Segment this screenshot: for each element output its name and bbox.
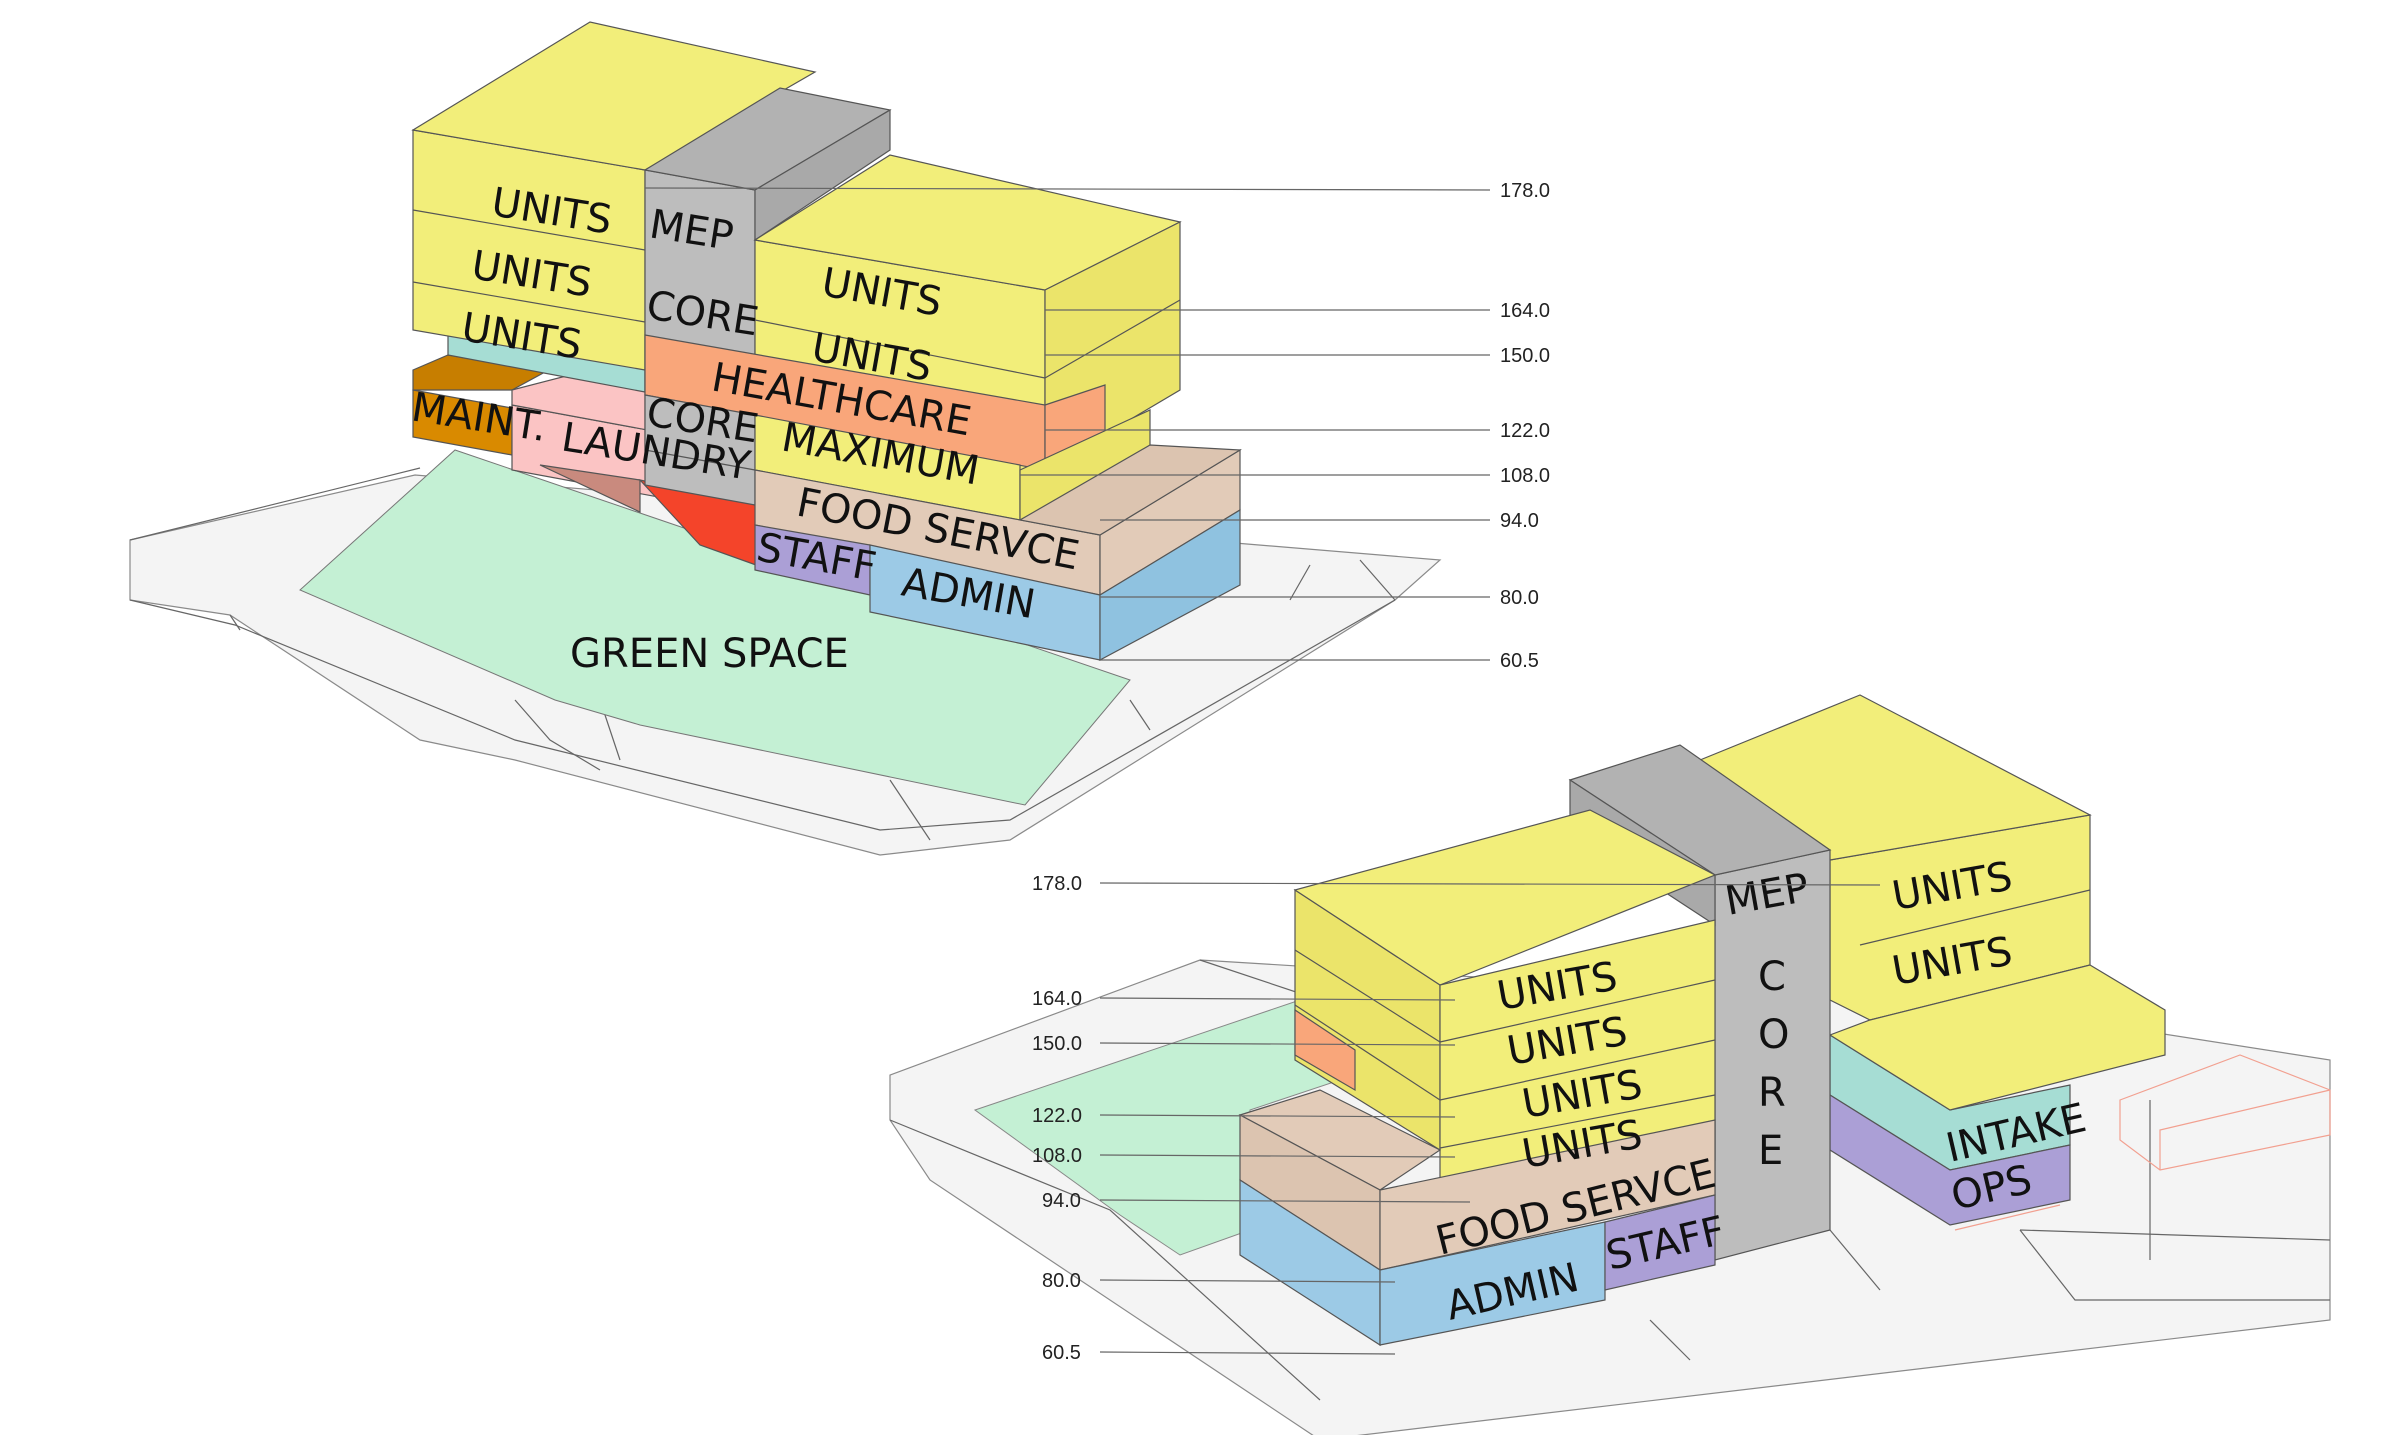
elevation-94-2: 94.0 bbox=[1042, 1190, 1081, 1212]
elevation-80-2: 80.0 bbox=[1042, 1270, 1081, 1292]
admin-front-2 bbox=[1379, 1221, 1606, 1346]
food-top-1 bbox=[1018, 444, 1242, 536]
units-west-top-2 bbox=[1293, 809, 1717, 986]
elevation-108-1: 108.0 bbox=[1500, 465, 1550, 487]
elevation-164-2: 164.0 bbox=[1032, 988, 1082, 1010]
massing-view-1: GREEN SPACE bbox=[129, 21, 1550, 856]
elevation-markers-1: 178.0 164.0 150.0 122.0 108.0 94.0 80.0 … bbox=[644, 180, 1550, 672]
massing-view-2: MEP C O R E UNITS UNITS UNITS UNITS UNIT… bbox=[889, 694, 2331, 1435]
laundry-under-1 bbox=[539, 464, 641, 513]
label-core-r-2: R bbox=[1758, 1070, 1786, 1116]
elevation-178-1: 178.0 bbox=[1500, 180, 1550, 202]
elevation-150-2: 150.0 bbox=[1032, 1033, 1082, 1055]
core-side-1 bbox=[754, 108, 891, 242]
healthcare-side-2 bbox=[1294, 1008, 1356, 1092]
elevation-122-2: 122.0 bbox=[1032, 1105, 1082, 1127]
green-space-1 bbox=[299, 449, 1131, 806]
elevation-80-1: 80.0 bbox=[1500, 587, 1539, 609]
elevation-122-1: 122.0 bbox=[1500, 420, 1550, 442]
units-west-top-1 bbox=[411, 21, 817, 171]
elevation-94-1: 94.0 bbox=[1500, 510, 1539, 532]
elevation-108-2: 108.0 bbox=[1032, 1145, 1082, 1167]
admin-side-1 bbox=[1099, 508, 1241, 662]
label-core-o-2: O bbox=[1758, 1012, 1789, 1058]
label-core-c-2: C bbox=[1758, 954, 1786, 1000]
label-core-e-2: E bbox=[1758, 1128, 1783, 1174]
elevation-markers-2: 178.0 164.0 150.0 122.0 108.0 94.0 80.0 … bbox=[1032, 873, 1881, 1364]
elevation-164-1: 164.0 bbox=[1500, 300, 1550, 322]
elevation-60-1: 60.5 bbox=[1500, 650, 1539, 672]
elevation-60-2: 60.5 bbox=[1042, 1342, 1081, 1364]
adjacent-building-outline bbox=[1954, 1054, 2331, 1231]
staff-front-2 bbox=[1604, 1194, 1716, 1291]
green-space-label-1: GREEN SPACE bbox=[570, 631, 849, 677]
maint-top-1 bbox=[412, 354, 547, 391]
elevation-150-1: 150.0 bbox=[1500, 345, 1550, 367]
elevation-178-2: 178.0 bbox=[1032, 873, 1082, 895]
